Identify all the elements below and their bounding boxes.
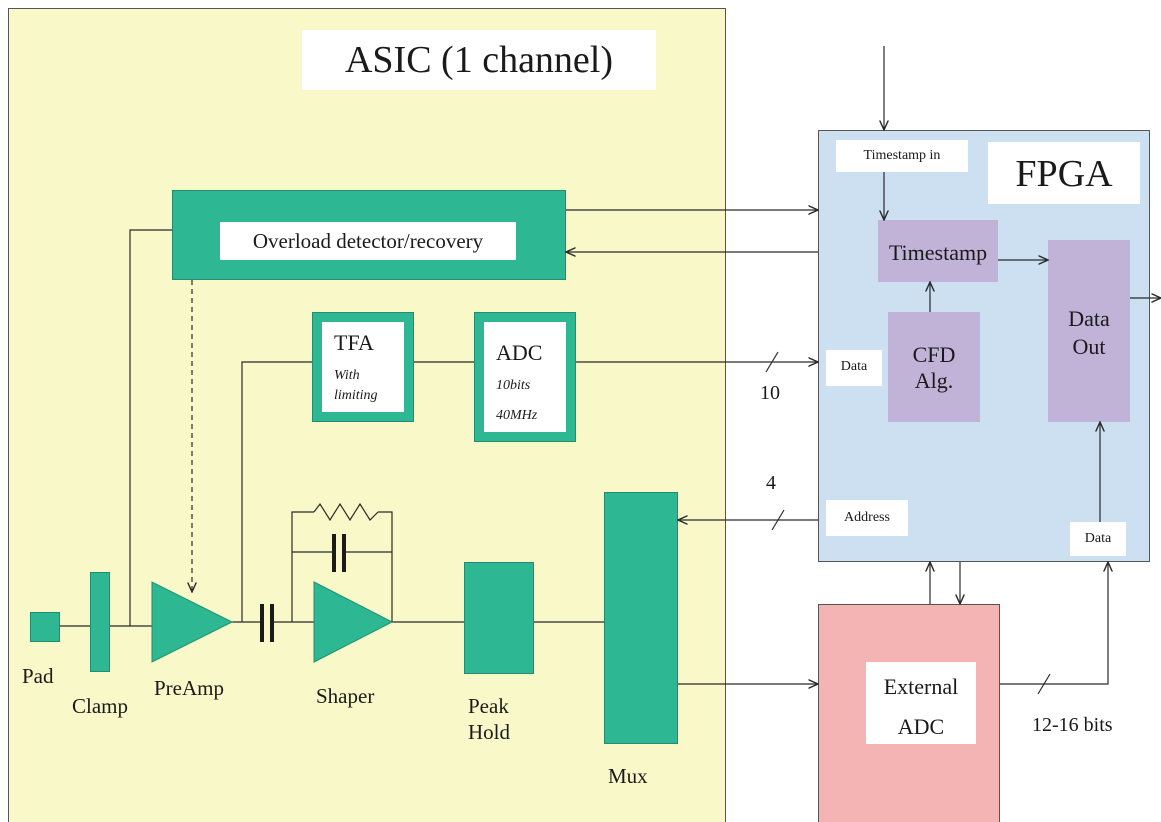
ext-bus-slash (1037, 673, 1051, 695)
asic-title-box (302, 30, 656, 90)
preamp-triangle (151, 581, 234, 663)
tfa-note-2: limiting (334, 388, 378, 403)
address-port-box (826, 500, 908, 536)
adc-title: ADC (496, 340, 543, 365)
tfa-label-box (322, 322, 404, 412)
data-port-box (826, 350, 882, 386)
data-port-label: Data (840, 359, 868, 374)
external-adc-label-1: External (883, 674, 959, 699)
peak-hold-label-2: Hold (468, 720, 510, 744)
shaper-resistor (313, 502, 379, 522)
tfa-note-1: With (334, 368, 360, 383)
clamp (90, 572, 110, 672)
shaper-feedback-left (291, 511, 314, 622)
data-out-label-1: Data (1068, 306, 1110, 331)
preamp-to-tfa-wire (241, 361, 312, 622)
data-out-block (1048, 240, 1130, 422)
timestamp-block (878, 220, 998, 282)
tfa-title: TFA (334, 330, 374, 355)
ext-bus-width-label: 12-16 bits (1032, 714, 1113, 736)
external-adc-label-2: ADC (897, 714, 945, 739)
overload-label-box (220, 222, 516, 260)
fpga-title: FPGA (1015, 153, 1113, 195)
cfd-block (888, 312, 980, 422)
timestamp-in-label: Timestamp in (863, 148, 941, 163)
shaper-triangle (313, 581, 394, 663)
mux (604, 492, 678, 744)
adc-label-box (484, 322, 566, 432)
cfd-label-2: Alg. (914, 368, 954, 393)
fpga-title-box (988, 142, 1140, 204)
shaper-label: Shaper (316, 684, 375, 708)
peak-hold-label-1: Peak (468, 694, 509, 718)
mux-label: Mux (608, 764, 648, 788)
clamp-label: Clamp (72, 694, 128, 718)
adc-note-1: 10bits (496, 378, 531, 393)
pad-label: Pad (22, 664, 54, 688)
timestamp-label: Timestamp (888, 240, 988, 265)
pad (30, 612, 60, 642)
data-port-bottom-box (1070, 522, 1126, 556)
clamp-to-overload-wire (129, 229, 172, 626)
address-bus-width-label: 4 (766, 472, 776, 494)
data-port-bottom-label: Data (1084, 531, 1112, 546)
peak-hold (464, 562, 534, 674)
external-adc-label-box (866, 662, 976, 744)
adc-note-2: 40MHz (496, 408, 538, 423)
asic-title: ASIC (1 channel) (344, 39, 614, 81)
overload-label: Overload detector/recovery (252, 229, 484, 253)
cfd-label-1: CFD (912, 342, 956, 367)
external-adc-to-fpga-data (1000, 562, 1108, 685)
data-bus-width-label: 10 (760, 382, 780, 404)
data-bus-slash (765, 351, 779, 373)
preamp-label: PreAmp (154, 676, 224, 700)
address-port-label: Address (844, 510, 890, 525)
shaper-feedback-right (378, 511, 393, 622)
address-bus-slash (771, 509, 785, 531)
data-out-label-2: Out (1072, 334, 1106, 359)
timestamp-in-box (836, 140, 968, 172)
